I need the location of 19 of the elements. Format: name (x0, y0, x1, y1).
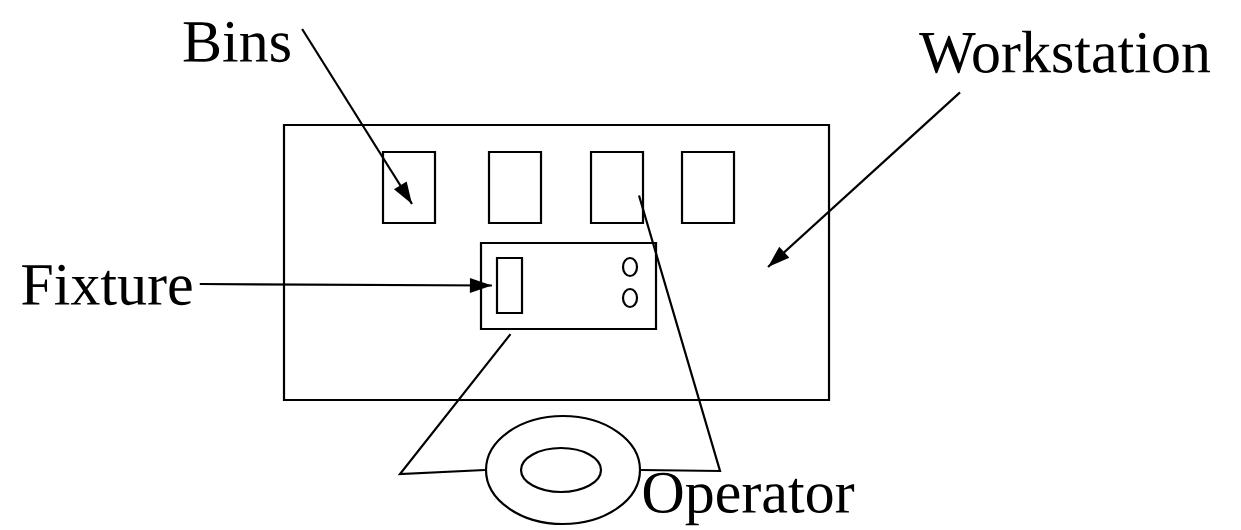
workstation-box (282, 123, 831, 402)
arm-line (397, 333, 512, 476)
operator-drawing (484, 414, 642, 526)
fixture-box (479, 241, 658, 331)
bin-box (680, 150, 736, 225)
part-label: Fixture (22, 264, 192, 306)
arrow (301, 28, 413, 205)
hole-circle (621, 256, 639, 278)
bin-box (487, 150, 543, 225)
arrow (767, 91, 961, 268)
fixture-slot (495, 256, 524, 315)
arm-line (637, 195, 722, 473)
hole-circle (621, 287, 639, 309)
bin-box (589, 150, 645, 225)
part-label: Operator (643, 472, 855, 526)
bin-box (381, 150, 437, 225)
arrow (199, 277, 492, 293)
part-label: Workstation (919, 30, 1211, 74)
part-label: Bins (183, 21, 290, 63)
